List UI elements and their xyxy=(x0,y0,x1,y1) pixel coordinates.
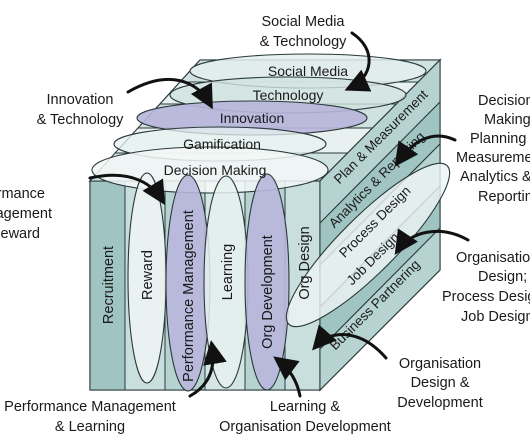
callout-org-design-process-job: Organisation Design; Process Design; Job… xyxy=(442,250,530,325)
label-org-design: Org Design xyxy=(297,226,313,299)
arrow-learning-org-dev xyxy=(273,356,302,398)
callout-line: Design & xyxy=(411,375,470,391)
label-technology: Technology xyxy=(253,87,324,103)
callout-line: Social Media xyxy=(261,14,345,30)
arrow-perf-learning xyxy=(188,340,227,398)
callout-line: Organisation xyxy=(456,250,530,266)
callout-performance-management-learning: Performance Management & Learning xyxy=(4,399,176,435)
callout-line: & Learning xyxy=(55,419,125,435)
callout-line: & Reward xyxy=(0,226,40,242)
callout-line: Reporting xyxy=(478,189,530,205)
callout-line: Measurement xyxy=(456,150,530,166)
callout-line: Management xyxy=(0,206,52,222)
callout-line: Innovation xyxy=(47,92,114,108)
callout-arrows xyxy=(88,31,470,398)
callout-decision-making: Decision Making; Planning Measurement An… xyxy=(456,93,530,205)
callout-social-media-technology: Social Media & Technology xyxy=(260,14,348,50)
callout-line: Organisation Development xyxy=(219,419,391,435)
callout-line: Decision xyxy=(478,93,530,109)
arrow-performance-reward xyxy=(88,173,166,206)
front-ellipses xyxy=(127,172,290,392)
arrow-org-design-development xyxy=(312,324,388,360)
callout-innovation-technology: Innovation & Technology xyxy=(37,92,125,128)
label-innovation: Innovation xyxy=(220,110,285,126)
callout-line: Process Design; xyxy=(442,289,530,305)
label-decision-making: Decision Making xyxy=(164,162,267,178)
callout-line: Making; xyxy=(484,112,530,128)
callout-line: Learning & xyxy=(270,399,340,415)
label-social-media: Social Media xyxy=(268,63,348,79)
label-learning: Learning xyxy=(220,244,236,300)
label-recruitment: Recruitment xyxy=(101,246,117,324)
callout-line: Development xyxy=(397,395,482,411)
label-reward: Reward xyxy=(140,250,156,300)
arrow-social-media xyxy=(344,31,372,92)
callout-line: Design; xyxy=(478,269,527,285)
label-org-development: Org Development xyxy=(260,235,276,349)
callout-line: Planning xyxy=(470,131,526,147)
callout-performance-management-reward: Performance Management & Reward xyxy=(0,186,52,242)
callout-line: Organisation xyxy=(399,356,481,372)
front-face-labels: Recruitment Reward Performance Managemen… xyxy=(101,210,313,382)
label-performance-management: Performance Management xyxy=(181,210,197,382)
callout-line: Performance xyxy=(0,186,45,202)
callout-line: & Technology xyxy=(260,34,348,50)
ellipse-org-development xyxy=(244,173,290,391)
callout-org-design-development: Organisation Design & Development xyxy=(397,356,482,411)
callout-line: & Technology xyxy=(37,112,125,128)
side-band-business xyxy=(319,226,441,392)
ellipse-org-design xyxy=(285,162,451,328)
callout-line: Job Design xyxy=(461,309,530,325)
arrow-innovation xyxy=(126,77,213,110)
arrow-org-design-side xyxy=(394,228,470,255)
callout-line: Performance Management xyxy=(4,399,176,415)
arrow-decision-making xyxy=(394,134,457,167)
callout-learning-org-development: Learning & Organisation Development xyxy=(219,399,391,435)
side-ellipses xyxy=(285,162,451,328)
label-gamification: Gamification xyxy=(183,136,261,152)
callout-line: Analytics & xyxy=(460,169,530,185)
top-face-labels: Social Media Technology Innovation Gamif… xyxy=(164,63,349,178)
